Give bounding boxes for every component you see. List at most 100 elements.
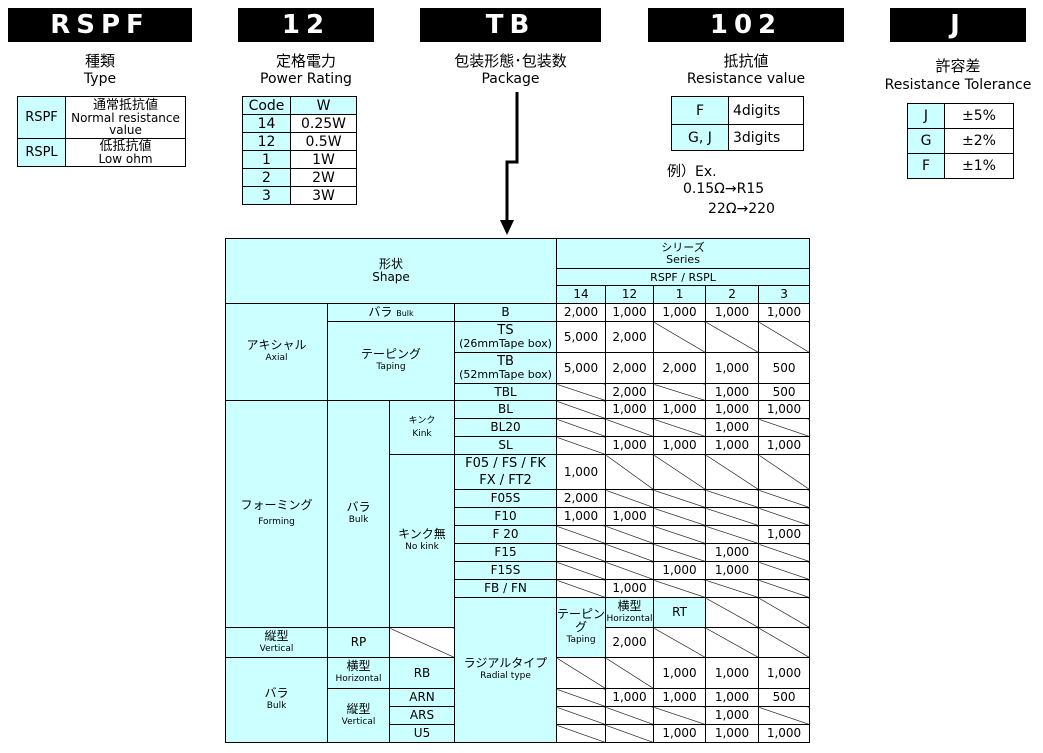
axial-jp: アキシャル <box>246 338 307 352</box>
header-shape: 形状 Shape <box>224 238 558 304</box>
code-label: TS <box>497 323 514 338</box>
value-cell: 1,000 <box>653 303 707 322</box>
taping-jp: テーピング <box>360 347 421 361</box>
tolerance-value: ±5% <box>944 103 1014 129</box>
value-cell <box>605 706 655 725</box>
code-cell: TB(52mmTape box) <box>453 352 558 384</box>
forming-bulk: バラ Bulk <box>327 400 390 628</box>
type-desc-jp: 通常抵抗値 <box>92 97 158 113</box>
label-type-en: Type <box>83 71 117 87</box>
value-cell <box>653 525 707 544</box>
resistance-desc: 4digits <box>728 96 804 125</box>
shape-en: Shape <box>372 270 410 284</box>
forming-en: Forming <box>258 517 295 527</box>
value-cell <box>758 627 811 658</box>
value-cell <box>556 418 607 437</box>
code-cell: TBL <box>453 383 558 401</box>
bulk-en: Bulk <box>396 308 414 318</box>
value-cell <box>705 454 760 490</box>
value-cell <box>653 507 707 526</box>
code-cell: F 20 <box>453 525 558 544</box>
value-cell <box>653 706 707 725</box>
value-cell <box>556 383 607 401</box>
taping-jp: テーピング <box>557 607 606 634</box>
value-cell <box>653 579 707 598</box>
code-sub: FX / FT2 <box>479 473 532 488</box>
label-power-jp: 定格電力 <box>275 52 336 70</box>
tolerance-value: ±1% <box>944 153 1014 179</box>
value-cell <box>653 627 707 658</box>
value-cell: 2,000 <box>605 383 655 401</box>
value-cell: 1,000 <box>705 436 760 455</box>
tolerance-table: J±5% G±2% F±1% <box>907 103 1014 179</box>
power-code: 3 <box>242 186 291 205</box>
series-col: 12 <box>605 285 655 304</box>
label-tolerance-jp: 許容差 <box>935 57 981 75</box>
group-axial: アキシャル Axial <box>225 303 328 401</box>
value-cell <box>556 688 607 707</box>
value-cell: 1,000 <box>556 454 607 490</box>
label-resistance-jp: 抵抗値 <box>723 52 769 70</box>
power-value: 0.25W <box>290 114 357 133</box>
type-code-rspf: RSPF <box>17 96 66 139</box>
power-header-w: W <box>290 96 357 115</box>
value-cell <box>758 543 811 562</box>
label-package-en: Package <box>481 71 540 87</box>
value-cell: 5,000 <box>556 321 607 353</box>
value-cell: 1,000 <box>605 436 655 455</box>
code-box-tolerance: J <box>890 8 1026 42</box>
vertical-en: Vertical <box>341 716 376 727</box>
bulk-en: Bulk <box>266 701 287 711</box>
value-cell: 500 <box>758 688 811 707</box>
value-cell: 1,000 <box>605 579 655 598</box>
power-code: 2 <box>242 168 291 187</box>
value-cell <box>605 543 655 562</box>
value-cell: 1,000 <box>653 436 707 455</box>
code-box-power: 12 <box>238 8 374 42</box>
value-cell <box>705 627 760 658</box>
tolerance-code: G <box>907 128 945 154</box>
vertical-en: Vertical <box>259 643 294 654</box>
value-cell: 1,000 <box>705 657 760 689</box>
value-cell: 1,000 <box>556 507 607 526</box>
resistance-example-label: 例）Ex. <box>667 164 717 180</box>
code-cell: RB <box>389 657 455 689</box>
value-cell <box>758 579 811 598</box>
value-cell <box>605 724 655 743</box>
value-cell <box>556 525 607 544</box>
type-desc-rspl: 低抵抗値 Low ohm <box>65 138 186 167</box>
series-col: 3 <box>758 285 811 304</box>
package-arrow-icon <box>500 92 519 235</box>
code-cell: BL20 <box>453 418 558 437</box>
value-cell <box>605 418 655 437</box>
value-cell: 1,000 <box>605 688 655 707</box>
series-col: 14 <box>556 285 607 304</box>
horizontal-en: Horizontal <box>606 613 653 624</box>
value-cell: 1,000 <box>705 724 760 743</box>
power-value: 3W <box>290 186 357 205</box>
forming-nokink: キンク無 No kink <box>389 454 455 628</box>
forming-kink: キンク Kink <box>389 400 455 455</box>
value-cell: 1,000 <box>705 383 760 401</box>
value-cell <box>556 400 607 419</box>
value-cell: 1,000 <box>705 303 760 322</box>
resistance-code: F <box>671 96 729 125</box>
code-cell: FB / FN <box>453 579 558 598</box>
radial-jp: ラジアルタイプ <box>463 656 548 670</box>
value-cell: 1,000 <box>653 561 707 580</box>
value-cell <box>556 657 607 689</box>
value-cell <box>758 507 811 526</box>
value-cell <box>605 657 655 689</box>
bulk-jp: バラ <box>346 500 371 514</box>
code-cell: RT <box>653 597 707 628</box>
code-cell: ARS <box>389 706 455 725</box>
group-radial: ラジアルタイプ Radial type <box>453 597 558 743</box>
power-value: 0.5W <box>290 132 357 151</box>
kink-en: Kink <box>412 428 432 439</box>
power-code: 12 <box>242 132 291 151</box>
